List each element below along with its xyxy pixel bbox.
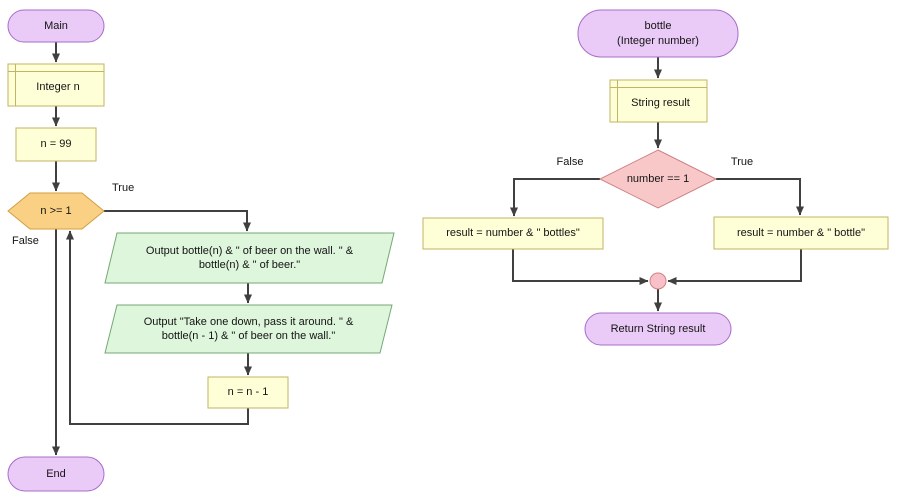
fn-false-assign-shape (422, 217, 604, 250)
fn-false-merge-line (512, 249, 649, 285)
main-declare-shape (7, 63, 105, 107)
fn-declare-shape (609, 79, 708, 123)
main-output1-parallelogram (104, 232, 395, 284)
fn-return-terminal (584, 312, 732, 346)
fn-true-merge-line (667, 249, 802, 285)
fn-true-branch-line (716, 178, 804, 216)
main-start-terminal (7, 9, 105, 43)
fn-true-assign-shape (713, 216, 889, 250)
main-true-branch-line (104, 210, 251, 232)
fn-merge-dot (649, 272, 667, 290)
main-loop-back-line (66, 230, 249, 425)
main-assign-init-shape (15, 127, 97, 162)
fn-start-terminal (577, 9, 739, 58)
main-end-terminal (7, 456, 105, 492)
main-loop-hexagon (7, 192, 105, 230)
main-assign-decrement-shape (207, 376, 289, 409)
fn-false-branch-line (510, 178, 600, 217)
fn-decision-diamond (598, 149, 718, 209)
main-output2-parallelogram (104, 304, 393, 354)
